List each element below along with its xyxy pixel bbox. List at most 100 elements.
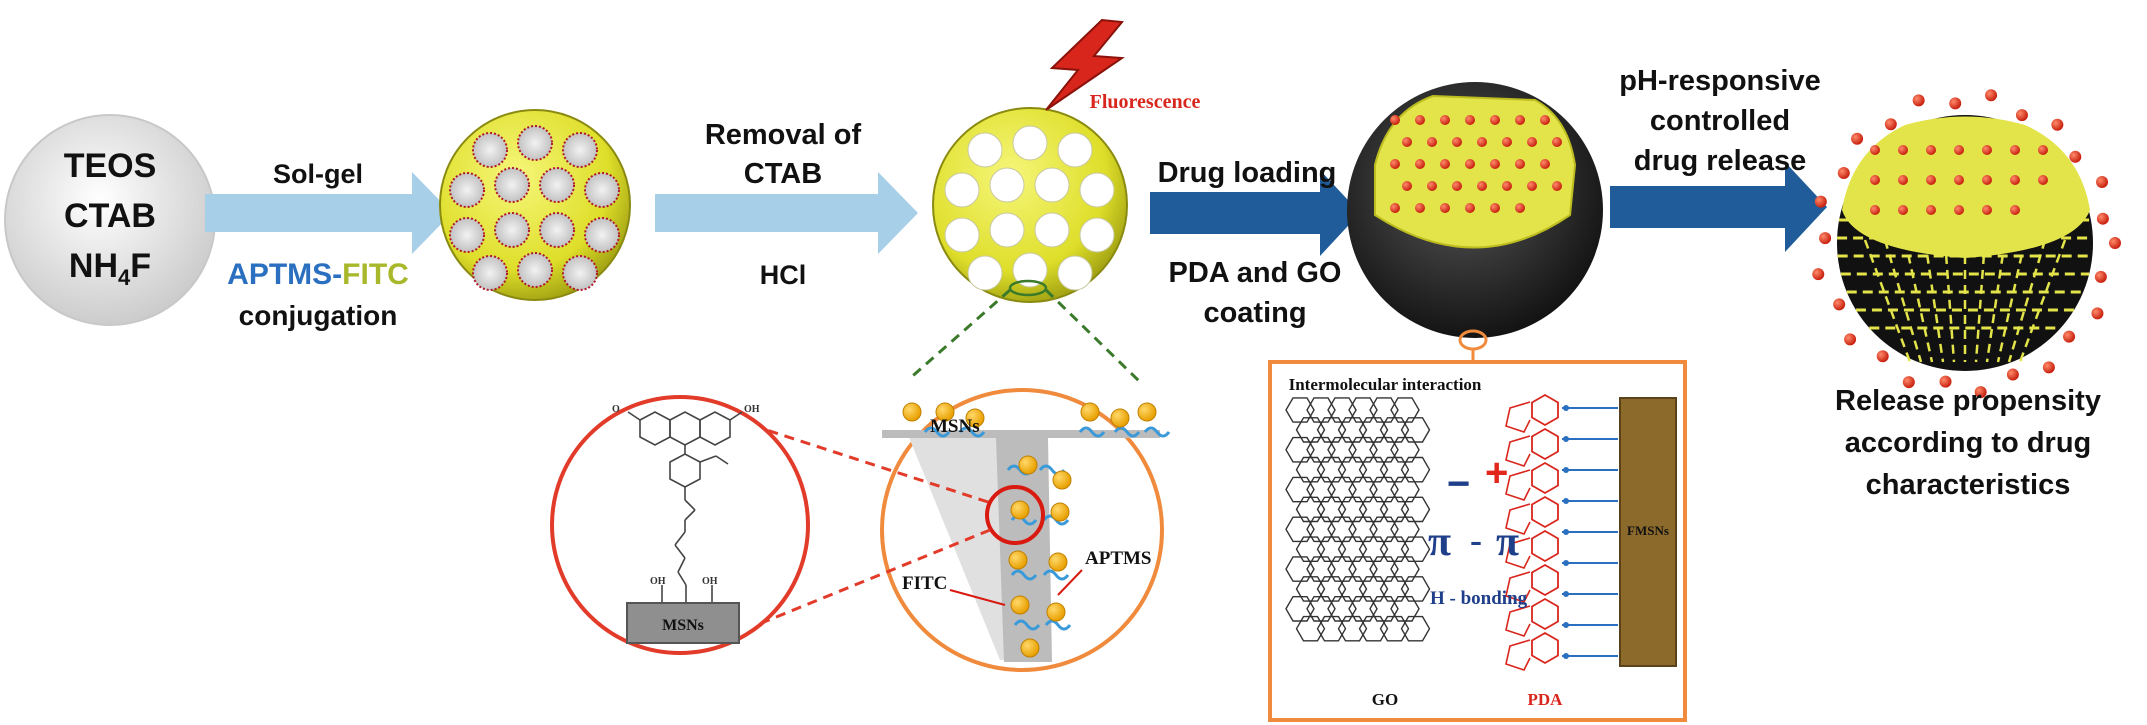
drug-dot bbox=[1870, 145, 1880, 155]
open-pore bbox=[1012, 252, 1048, 288]
pda-ring bbox=[1531, 495, 1559, 529]
go-ring bbox=[1369, 516, 1399, 543]
go-ring bbox=[1306, 476, 1336, 503]
go-ring bbox=[1369, 556, 1399, 582]
go-ring bbox=[1400, 456, 1431, 483]
drug-dot bbox=[1982, 205, 1992, 215]
go-ring bbox=[1337, 576, 1368, 602]
go-ring bbox=[1327, 596, 1357, 622]
cage-line bbox=[2018, 239, 2067, 363]
cage-line bbox=[1883, 239, 1923, 363]
drug-dot bbox=[1527, 137, 1537, 147]
released-drug bbox=[2096, 212, 2109, 225]
fmsns-block bbox=[1619, 397, 1677, 667]
drug-dot bbox=[1515, 203, 1525, 213]
released-drug bbox=[1837, 167, 1850, 179]
label-pi-right: π bbox=[1496, 519, 1519, 565]
drug-dot bbox=[1415, 203, 1425, 213]
label-coating: coating bbox=[1203, 297, 1306, 329]
go-ring bbox=[1285, 436, 1315, 463]
linker-node bbox=[1563, 436, 1569, 442]
pda-pyrrole bbox=[1505, 571, 1531, 603]
aptms-chain bbox=[1010, 569, 1038, 581]
go-ring bbox=[1327, 436, 1357, 463]
drug-dot bbox=[1477, 181, 1487, 191]
drug-dot bbox=[1540, 115, 1550, 125]
coated-particle bbox=[1347, 82, 1603, 351]
go-ring bbox=[1285, 516, 1315, 543]
label-release-propensity: Release propensity bbox=[1835, 385, 2101, 417]
fitc-dot bbox=[1046, 602, 1066, 622]
go-ring bbox=[1337, 615, 1368, 642]
svg-text:OH: OH bbox=[702, 576, 718, 587]
go-ring bbox=[1358, 456, 1389, 483]
go-ring bbox=[1316, 417, 1347, 443]
pda-ring bbox=[1531, 461, 1559, 495]
aptms-chain bbox=[1044, 619, 1072, 631]
go-ring bbox=[1358, 417, 1389, 443]
go-ring bbox=[1348, 476, 1378, 503]
drug-dot bbox=[1477, 137, 1487, 147]
go-ring bbox=[1306, 556, 1336, 582]
cage-line bbox=[1996, 239, 2027, 363]
drug-dot bbox=[1540, 159, 1550, 169]
label-msns-substrate: MSNs bbox=[662, 617, 704, 634]
msn-porous-particle bbox=[932, 107, 1128, 303]
label-pi-dash: - bbox=[1470, 520, 1482, 560]
go-ring bbox=[1379, 576, 1410, 602]
drug-dot bbox=[1452, 137, 1462, 147]
go-ring bbox=[1348, 516, 1378, 543]
go-ring bbox=[1285, 397, 1315, 423]
cage-line bbox=[1943, 239, 1956, 363]
drug-dot bbox=[1926, 145, 1936, 155]
go-ring bbox=[1327, 476, 1357, 503]
pda-pyrrole bbox=[1505, 435, 1531, 467]
label-aptms-pore: APTMS bbox=[1085, 548, 1152, 569]
fitc-dot bbox=[1010, 500, 1030, 520]
drug-dot bbox=[1490, 115, 1500, 125]
open-pore bbox=[1057, 255, 1093, 291]
open-pore bbox=[944, 217, 980, 253]
drug-dot bbox=[1898, 205, 1908, 215]
label-drug-release: drug release bbox=[1634, 145, 1806, 177]
released-drug bbox=[2069, 150, 2082, 163]
label-ctab: CTAB bbox=[744, 158, 822, 190]
drug-dot bbox=[1390, 203, 1400, 213]
pda-ring bbox=[1531, 393, 1559, 427]
go-ring bbox=[1306, 596, 1336, 622]
label-aptms-fitc: APTMS-FITC bbox=[227, 258, 409, 291]
drug-dot bbox=[1552, 137, 1562, 147]
cage-line bbox=[1974, 239, 1987, 363]
released-drug bbox=[2094, 270, 2107, 283]
zoom-pore-circle: MSNs FITC APTMS bbox=[880, 388, 1171, 672]
label-removal-of: Removal of bbox=[705, 119, 862, 151]
pda-ring bbox=[1531, 597, 1559, 631]
pda-ring bbox=[1531, 529, 1559, 563]
drug-dot bbox=[1982, 145, 1992, 155]
drug-dot bbox=[1954, 145, 1964, 155]
go-ring bbox=[1306, 516, 1336, 543]
drug-dot bbox=[1954, 175, 1964, 185]
released-drug bbox=[2006, 368, 2019, 381]
drug-dot bbox=[1427, 137, 1437, 147]
go-ring bbox=[1369, 436, 1399, 463]
ctab-pore bbox=[539, 212, 575, 248]
drug-dot bbox=[1440, 159, 1450, 169]
label-go: GO bbox=[1372, 690, 1398, 709]
ctab-pore bbox=[584, 217, 620, 253]
linker-node bbox=[1563, 591, 1569, 597]
label-conjugation: conjugation bbox=[239, 300, 398, 331]
drug-dot bbox=[1926, 205, 1936, 215]
go-ring bbox=[1379, 615, 1410, 642]
label-h-bonding: H - bonding bbox=[1430, 588, 1528, 609]
open-pore bbox=[1034, 167, 1070, 203]
label-ph-responsive: pH-responsive bbox=[1619, 65, 1820, 97]
go-ring bbox=[1316, 496, 1347, 523]
pda-pyrrole bbox=[1505, 401, 1531, 433]
go-ring bbox=[1390, 516, 1420, 543]
go-ring bbox=[1369, 596, 1399, 622]
drug-dot bbox=[1490, 203, 1500, 213]
precursor-circle: TEOS CTAB NH4F bbox=[4, 114, 216, 326]
go-ring bbox=[1327, 516, 1357, 543]
linker-node bbox=[1563, 405, 1569, 411]
